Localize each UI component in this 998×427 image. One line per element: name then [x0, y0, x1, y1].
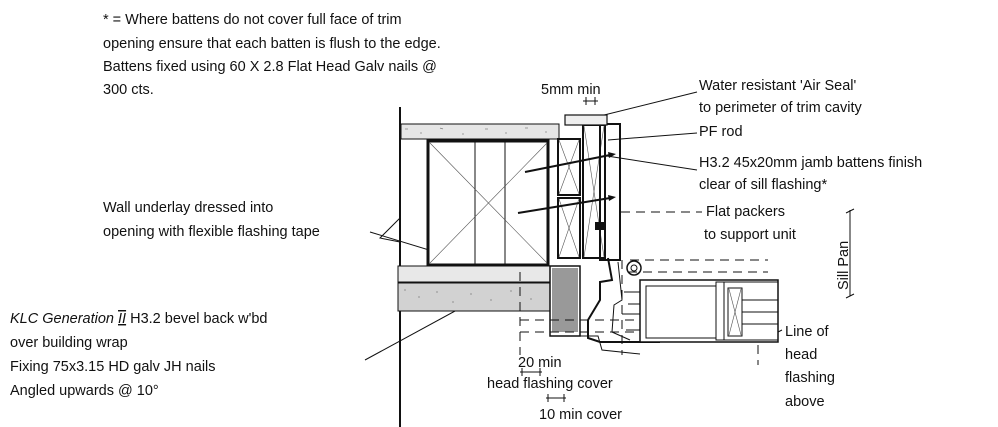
frame-column — [599, 123, 621, 261]
head-lining-board — [400, 123, 560, 140]
dimension-marks — [520, 97, 855, 402]
battens-note: * = Where battens do not cover full face… — [103, 12, 441, 98]
jamb-battens-line-2: clear of sill flashing* — [699, 177, 827, 193]
sill-trim — [397, 265, 551, 283]
line-of-head-line-4: above — [785, 394, 825, 410]
klc-line-4: Angled upwards @ 10° — [10, 383, 159, 399]
window-frame — [639, 279, 779, 343]
sill-pan-label: Sill Pan — [836, 241, 852, 290]
jamb-battens-line-1: H3.2 45x20mm jamb battens finish — [699, 155, 922, 171]
klc-line-2: over building wrap — [10, 335, 128, 351]
battens-note-line-2: opening ensure that each batten is flush… — [103, 36, 441, 52]
air-seal-line-2: to perimeter of trim cavity — [699, 100, 863, 116]
battens-note-line-3: Battens fixed using 60 X 2.8 Flat Head G… — [103, 59, 437, 75]
pf-rod-leader — [607, 132, 698, 141]
wall-underlay-line-2: opening with flexible flashing tape — [103, 224, 320, 240]
bevel-back-weatherboard — [397, 282, 579, 312]
air-seal-note: Water resistant 'Air Seal' to perimeter … — [699, 78, 863, 116]
flat-packers-line-1: Flat packers — [706, 204, 785, 220]
klc-rest: H3.2 bevel back w'bd — [126, 311, 267, 327]
wall-structure — [378, 107, 621, 427]
flat-packers-line-2: to support unit — [704, 227, 796, 243]
air-seal-line-1: Water resistant 'Air Seal' — [699, 78, 857, 94]
dim-5mm-label: 5mm min — [541, 82, 601, 98]
air-seal-leader — [591, 91, 698, 119]
nail-upper — [524, 154, 611, 173]
pf-rod-label: PF rod — [699, 124, 743, 140]
klc-line-1: KLC Generation II H3.2 bevel back w'bd — [10, 311, 267, 327]
line-of-head-line-2: head — [785, 347, 817, 363]
pf-rod-icon — [626, 260, 642, 276]
klc-brand: KLC Generation — [10, 311, 118, 327]
battens-note-line-1: * = Where battens do not cover full face… — [103, 12, 402, 28]
wall-underlay-note: Wall underlay dressed into opening with … — [103, 200, 320, 240]
head-flashing-cover-label: head flashing cover — [487, 376, 613, 392]
battens-note-line-4: 300 cts. — [103, 82, 154, 98]
dim-10-label: 10 min cover — [539, 407, 622, 423]
flat-packers-note: Flat packers to support unit — [704, 204, 796, 243]
jamb-battens-note: H3.2 45x20mm jamb battens finish clear o… — [699, 155, 922, 193]
klc-numeral: II — [118, 311, 126, 327]
wall-underlay-line-1: Wall underlay dressed into — [103, 200, 273, 216]
window-joinery — [622, 279, 779, 343]
klc-line-3: Fixing 75x3.15 HD galv JH nails — [10, 359, 216, 375]
line-of-head-line-3: flashing — [785, 370, 835, 386]
jamb-battens-leader — [606, 155, 698, 171]
air-seal-cap — [564, 114, 608, 126]
flat-packer — [595, 222, 605, 230]
dim-20-label: 20 min — [518, 355, 562, 371]
nail-lower — [517, 197, 611, 214]
line-of-head-note: Line of head flashing above — [785, 324, 835, 410]
head-flashing-profile — [580, 335, 641, 355]
klc-note: KLC Generation II H3.2 bevel back w'bd o… — [10, 311, 267, 399]
sill-pan-profile — [587, 257, 660, 343]
line-of-head-line-1: Line of — [785, 324, 830, 340]
